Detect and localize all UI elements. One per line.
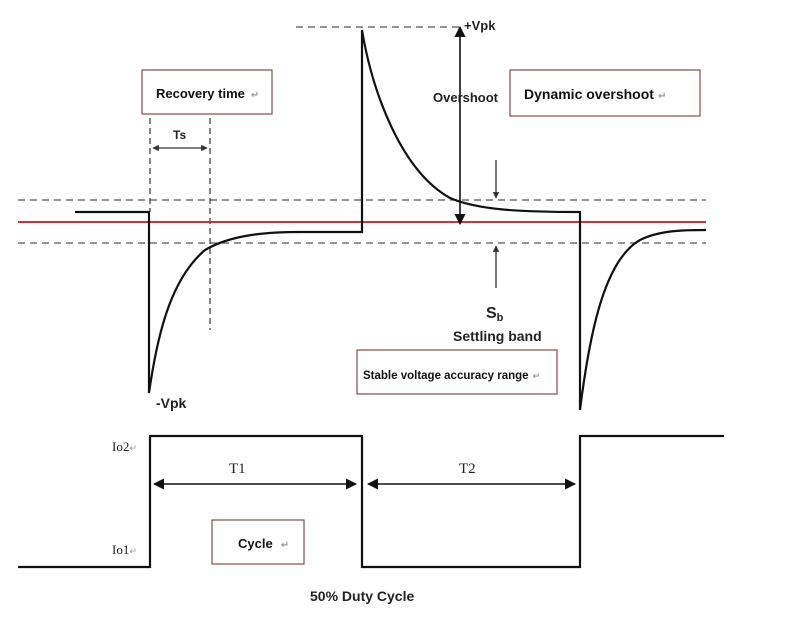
load-current-waveform: [18, 434, 724, 569]
sb-subscript: b: [497, 312, 504, 324]
cycle-box: Cycle↵: [211, 519, 305, 565]
dynamic-overshoot-box: Dynamic overshoot↵: [509, 69, 701, 117]
minus-vpk-label: -Vpk: [156, 395, 187, 411]
overshoot-label: Overshoot: [433, 90, 499, 105]
svg-text:Dynamic overshoot↵: Dynamic overshoot↵: [524, 86, 666, 102]
t2-label: T2: [459, 461, 476, 477]
t1-label: T1: [229, 461, 246, 477]
sb-label: Sb: [486, 305, 504, 324]
svg-text:Stable voltage accuracy range↵: Stable voltage accuracy range↵: [363, 370, 540, 382]
stable-voltage-range-box: Stable voltage accuracy range↵: [356, 349, 558, 395]
svg-text:Cycle↵: Cycle↵: [238, 536, 289, 551]
output-voltage-waveform: [75, 29, 707, 411]
settling-band-label: Settling band: [453, 328, 542, 344]
recovery-time-box: Recovery time↵: [141, 69, 273, 115]
io1-label: Io1↵: [112, 542, 137, 557]
sb-main: S: [486, 305, 497, 322]
io2-label: Io2↵: [112, 439, 137, 454]
svg-text:Recovery time↵: Recovery time↵: [156, 86, 259, 101]
duty-cycle-label: 50% Duty Cycle: [310, 588, 414, 604]
plus-vpk-label: +Vpk: [464, 18, 496, 33]
ts-label: Ts: [173, 128, 186, 142]
